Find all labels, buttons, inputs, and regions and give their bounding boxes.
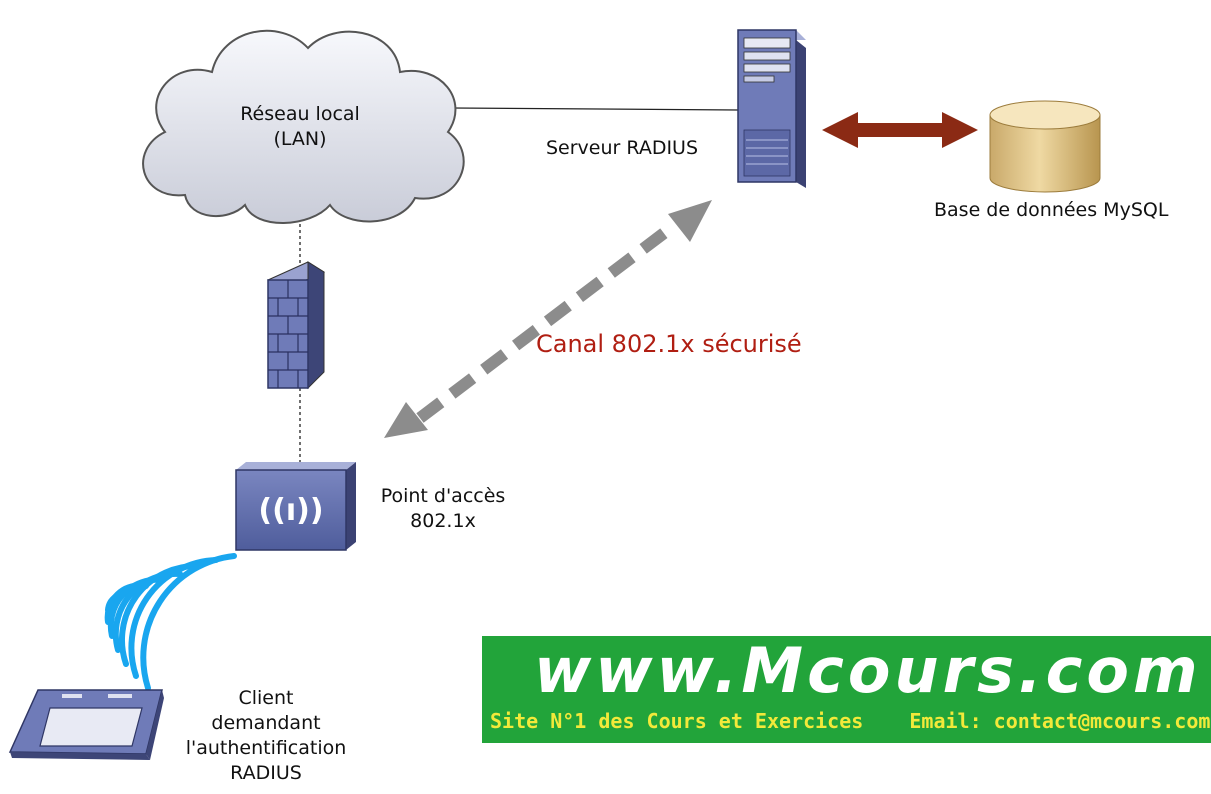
mcours-banner: www.Mcours.com Site N°1 des Cours et Exe…: [482, 636, 1211, 743]
server-tower-icon: [737, 29, 806, 188]
client-label-line-4: RADIUS: [230, 762, 302, 785]
secure-channel-label: Canal 802.1x sécurisé: [536, 330, 802, 358]
svg-text:((ı)): ((ı)): [258, 493, 323, 528]
radius-server-label: Serveur RADIUS: [546, 137, 699, 159]
secure-channel-arrow: [384, 200, 712, 438]
client-label-line-2: demandant: [211, 712, 321, 735]
banner-subtitle: Site N°1 des Cours et Exercices Email: c…: [490, 709, 1210, 733]
access-point-label: Point d'accès 802.1x: [370, 484, 516, 534]
database-cylinder-icon: [989, 100, 1101, 193]
lan-label-line-2: (LAN): [273, 128, 327, 151]
client-label-line-1: Client: [238, 687, 294, 709]
cloud-icon: [142, 29, 465, 224]
wifi-signal-icon: [104, 553, 237, 691]
client-label-line-3: l'authentification: [185, 737, 347, 760]
firewall-brick-icon: [266, 261, 326, 390]
access-point-label-line-1: Point d'accès: [380, 485, 506, 507]
client-label: Client demandant l'authentification RADI…: [168, 686, 364, 786]
server-database-arrow: [822, 112, 978, 148]
banner-tagline: Site N°1 des Cours et Exercices: [490, 709, 864, 733]
lan-label-line-1: Réseau local: [240, 103, 360, 125]
banner-email: Email: contact@mcours.com: [909, 709, 1211, 733]
database-label: Base de données MySQL: [934, 199, 1169, 221]
tablet-device-icon: [8, 689, 164, 760]
access-point-label-line-2: 802.1x: [410, 510, 476, 533]
connection-lines: [299, 107, 739, 462]
lan-server-link: [451, 107, 739, 111]
lan-label: Réseau local (LAN): [220, 102, 380, 152]
wireless-access-point-icon: ((ı)): [235, 462, 356, 551]
banner-url: www.Mcours.com: [534, 636, 1202, 707]
